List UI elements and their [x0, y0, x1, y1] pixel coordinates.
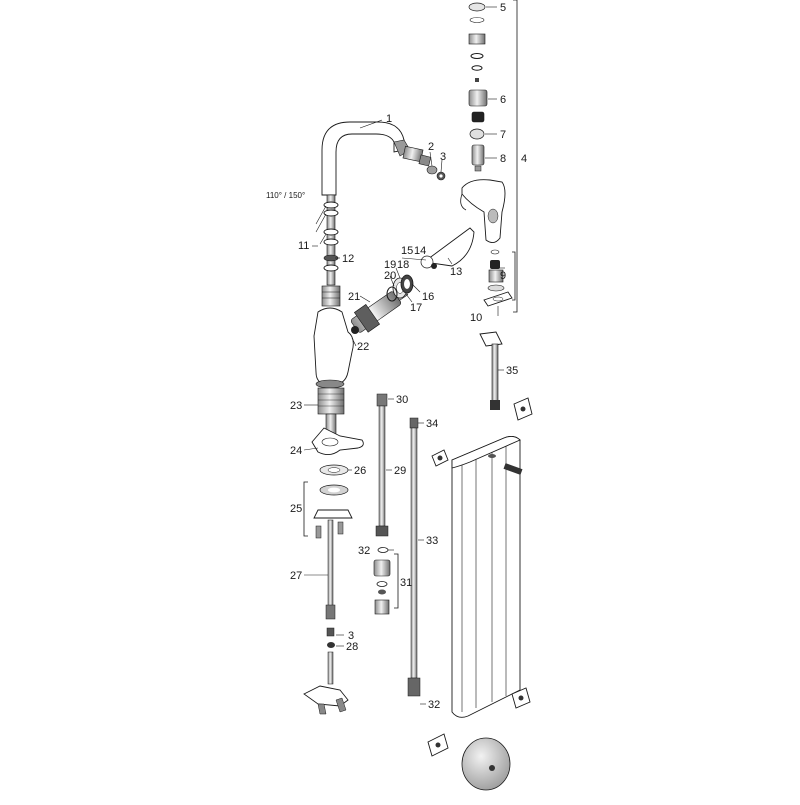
cover-disc: [461, 737, 511, 791]
label-5: 5: [500, 2, 506, 14]
label-4: 4: [521, 153, 527, 165]
label-30: 30: [396, 394, 408, 406]
label-23: 23: [290, 400, 302, 412]
label-10: 10: [470, 312, 482, 324]
label-6: 6: [500, 94, 506, 106]
plate-25: [313, 484, 353, 539]
label-12: 12: [342, 253, 354, 265]
label-swivel-angle: 110° / 150°: [266, 191, 305, 200]
valve-parts-31: [373, 547, 391, 615]
label-20: 20: [384, 270, 396, 282]
supply-hose-27: [303, 519, 349, 715]
label-31: 31: [400, 577, 412, 589]
label-8: 8: [500, 153, 506, 165]
leader-lines: [303, 6, 505, 705]
label-19: 19: [384, 259, 396, 271]
label-13: 13: [450, 266, 462, 278]
label-27: 27: [290, 570, 302, 582]
bracket-lines: [303, 0, 518, 609]
label-32a: 32: [358, 545, 370, 557]
threaded-shank-23: [317, 387, 345, 435]
hose-column: [321, 194, 341, 307]
label-15: 15: [401, 245, 413, 257]
nozzle-part-2: [426, 165, 438, 175]
label-29: 29: [394, 465, 406, 477]
label-7: 7: [500, 129, 506, 141]
label-22: 22: [357, 341, 369, 353]
clip-10: [483, 291, 513, 307]
label-14: 14: [414, 245, 426, 257]
label-1: 1: [386, 113, 392, 125]
washer-26: [319, 464, 349, 476]
label-32b: 32: [428, 699, 440, 711]
hose-29-30: [375, 393, 389, 537]
aerator-stack: [468, 2, 488, 172]
label-9: 9: [500, 270, 506, 282]
spout-part: [321, 121, 432, 196]
label-26: 26: [354, 465, 366, 477]
label-3: 3: [440, 151, 446, 163]
label-24: 24: [290, 445, 302, 457]
label-28: 28: [346, 641, 358, 653]
tool-35: [479, 331, 503, 410]
label-18: 18: [397, 259, 409, 271]
spray-head-4: [460, 179, 506, 243]
label-3b: 3: [348, 630, 354, 642]
label-16: 16: [422, 291, 434, 303]
label-34: 34: [426, 418, 438, 430]
label-21: 21: [348, 291, 360, 303]
label-25: 25: [290, 503, 302, 515]
hose-33-34: [407, 417, 421, 697]
washer-part-3: [436, 171, 446, 181]
label-35: 35: [506, 365, 518, 377]
bracket-24: [311, 427, 364, 455]
label-11: 11: [298, 240, 309, 252]
connector-9: [487, 249, 505, 292]
label-17: 17: [410, 302, 422, 314]
mixer-body: [313, 307, 354, 389]
label-33: 33: [426, 535, 438, 547]
callout-labels: 1 2 3 4 5 6 7 8 9 10 11 12 13 14 15 16 1…: [266, 2, 527, 711]
rail-profile: [451, 435, 521, 718]
lever-handle-13: [420, 227, 475, 269]
label-2: 2: [428, 141, 434, 153]
rail-clamps: [427, 397, 533, 757]
